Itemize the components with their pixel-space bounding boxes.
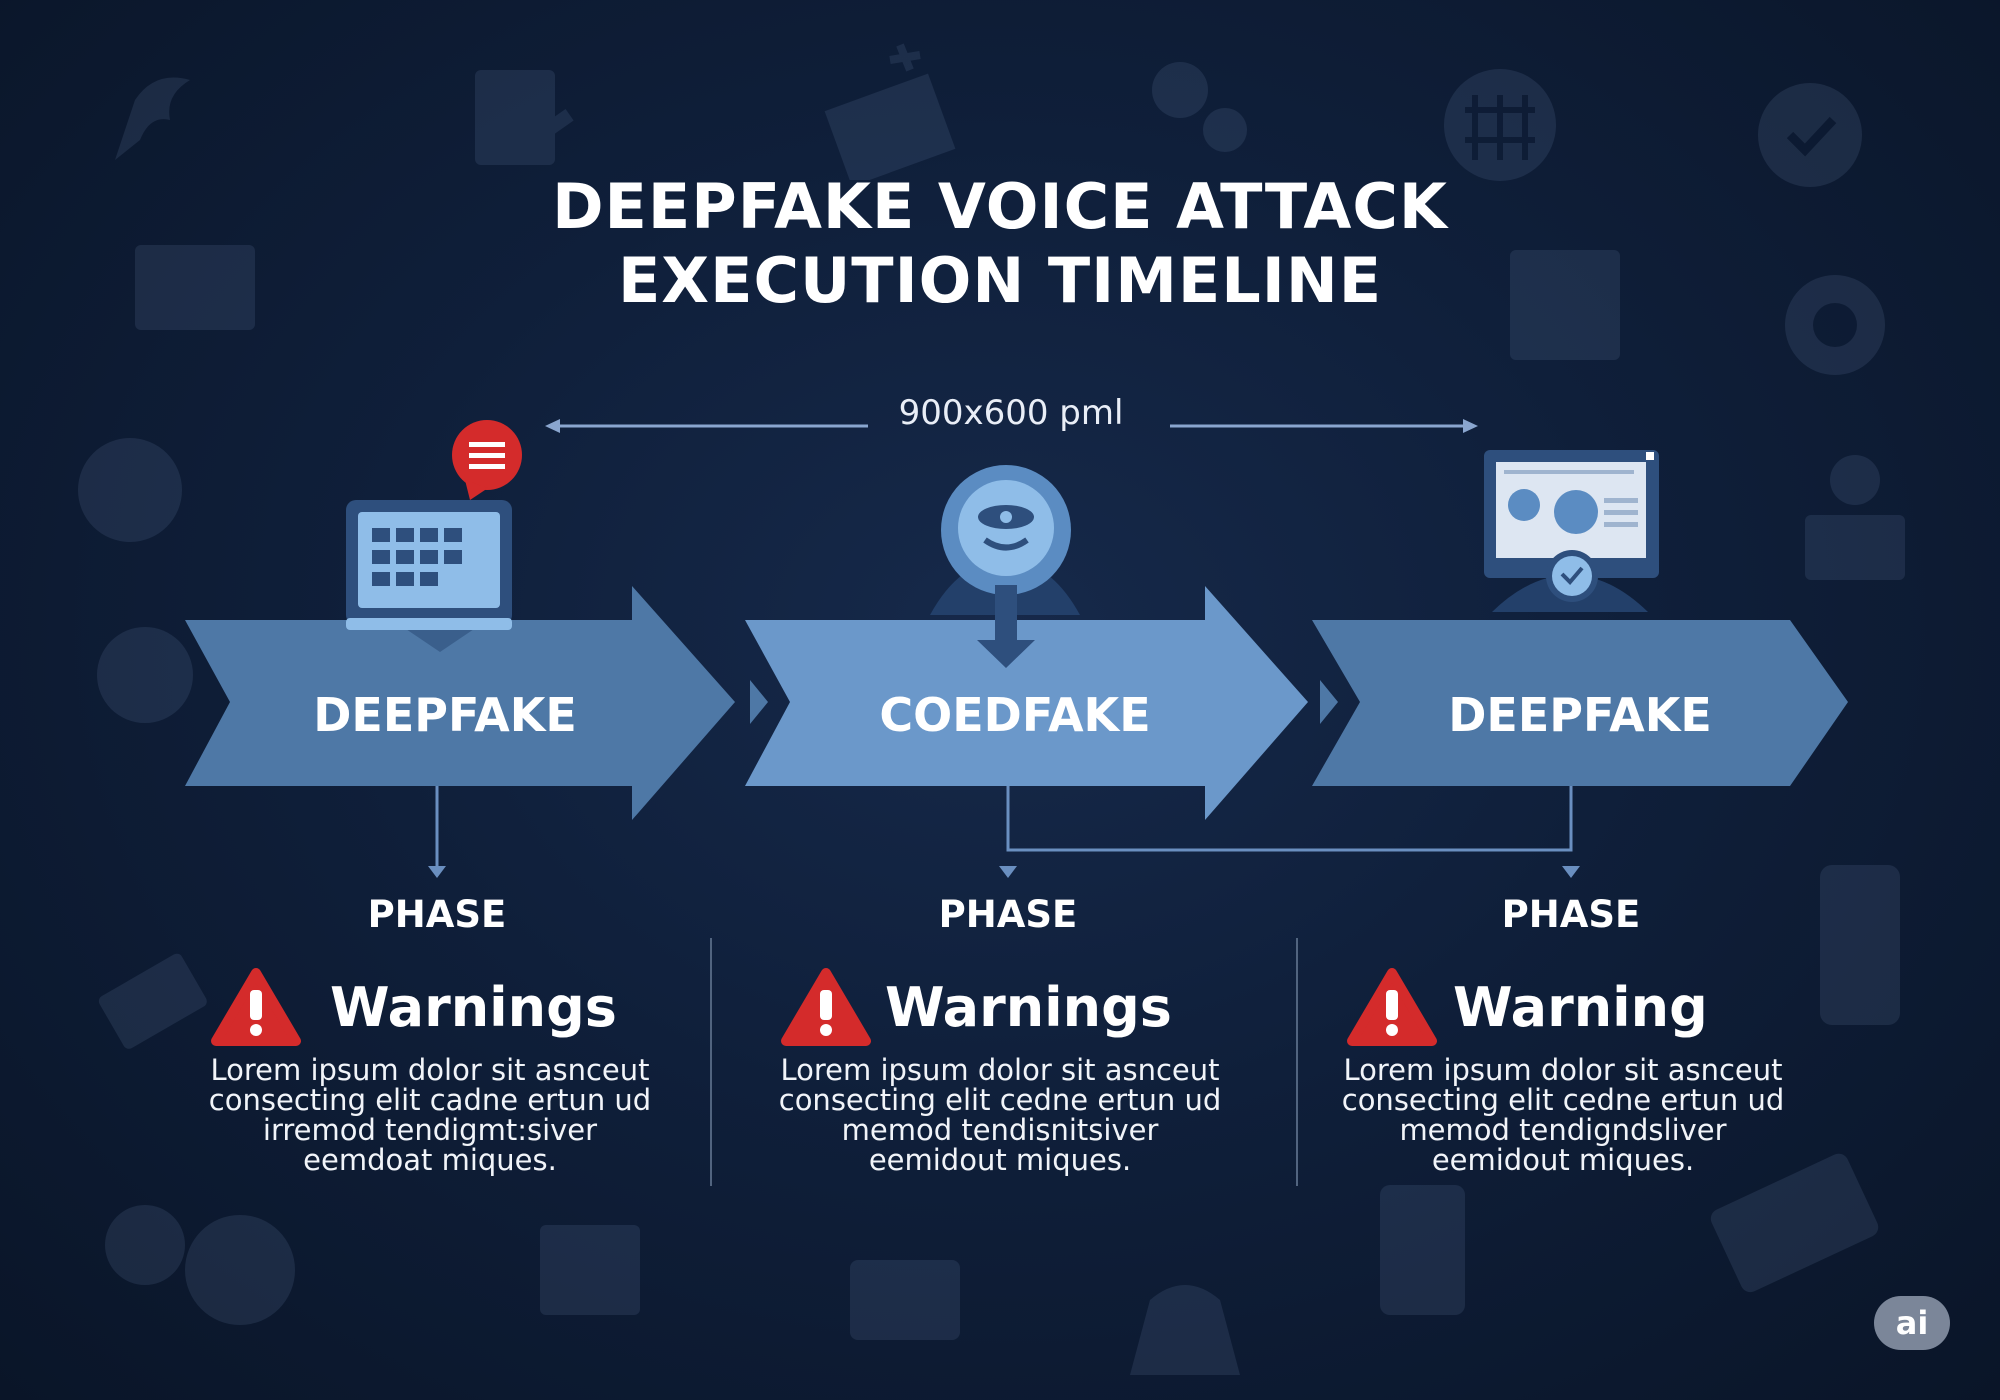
background-icon-folder bbox=[815, 40, 965, 180]
warning-triangle-icon bbox=[211, 968, 301, 1046]
background-icon-clock bbox=[70, 430, 190, 550]
diagram-title: DEEPFAKE VOICE ATTACK EXECUTION TIMELINE bbox=[0, 170, 2000, 318]
phase-connectors bbox=[435, 786, 1573, 868]
arrow-connector-2 bbox=[1320, 680, 1338, 724]
column-divider bbox=[710, 938, 712, 1186]
background-icon-chat-bubble bbox=[100, 1190, 310, 1330]
stage-arrow-3 bbox=[1312, 620, 1848, 786]
stage-2-description: Lorem ipsum dolor sit asnceut consecting… bbox=[778, 1053, 1222, 1177]
warning-triangle-icon bbox=[781, 968, 871, 1046]
background-icon-shop bbox=[535, 1210, 645, 1320]
background-icon-gears bbox=[1140, 45, 1270, 175]
background-icon-document bbox=[470, 65, 580, 175]
dimension-arrow bbox=[545, 419, 1478, 433]
stage-3-phase-label: PHASE bbox=[1501, 893, 1641, 936]
stage-3-description: Lorem ipsum dolor sit asnceut consecting… bbox=[1341, 1053, 1785, 1177]
stage-3-arrow-label: DEEPFAKE bbox=[1448, 688, 1712, 742]
background-icon-speaker bbox=[1795, 450, 1915, 590]
title-line-1: DEEPFAKE VOICE ATTACK bbox=[552, 170, 1448, 243]
background-icon-mobile bbox=[1375, 1180, 1495, 1320]
stage-arrow-1 bbox=[185, 586, 735, 820]
column-divider bbox=[1296, 938, 1298, 1186]
background-icon-network bbox=[1440, 65, 1560, 185]
monitor-with-user-icon bbox=[1484, 450, 1659, 612]
background-icon-stopwatch bbox=[90, 620, 200, 730]
phase-pointer-2 bbox=[999, 866, 1017, 878]
hooded-attacker-icon bbox=[930, 465, 1080, 668]
stage-1-description: Lorem ipsum dolor sit asnceut consecting… bbox=[208, 1053, 652, 1177]
dimension-label: 900x600 pml bbox=[898, 393, 1124, 433]
stage-2-warning-title: Warnings bbox=[885, 976, 1172, 1039]
stage-1-warning-title: Warnings bbox=[330, 976, 617, 1039]
background-icon-person bbox=[1120, 1240, 1250, 1380]
phase-pointer-1 bbox=[428, 866, 446, 878]
laptop-with-chat-icon bbox=[346, 420, 522, 652]
stage-arrow-2 bbox=[745, 586, 1308, 820]
background-icon-tablet bbox=[1690, 1150, 1890, 1300]
stage-3-warning-title: Warning bbox=[1453, 976, 1708, 1039]
background-icon-cog bbox=[1775, 265, 1895, 385]
background-icon-tools bbox=[1505, 245, 1625, 365]
stage-2-arrow-label: COEDFAKE bbox=[879, 688, 1151, 742]
background-icon-keyboard bbox=[130, 240, 260, 340]
stage-1-arrow-label: DEEPFAKE bbox=[313, 688, 577, 742]
background-icon-shield-check bbox=[1755, 60, 1875, 190]
stage-2-phase-label: PHASE bbox=[938, 893, 1078, 936]
background-icon-phone bbox=[1810, 860, 1910, 1030]
phase-pointer-3 bbox=[1562, 866, 1580, 878]
arrow-connector-1 bbox=[750, 680, 768, 724]
background-icon-hacker bbox=[845, 1230, 965, 1350]
background-icon-cards bbox=[95, 950, 215, 1050]
warning-triangle-icon bbox=[1347, 968, 1437, 1046]
title-line-2: EXECUTION TIMELINE bbox=[617, 244, 1383, 317]
ai-badge: ai bbox=[1874, 1296, 1950, 1350]
background-icon-bird bbox=[95, 60, 205, 180]
stage-1-phase-label: PHASE bbox=[367, 893, 507, 936]
